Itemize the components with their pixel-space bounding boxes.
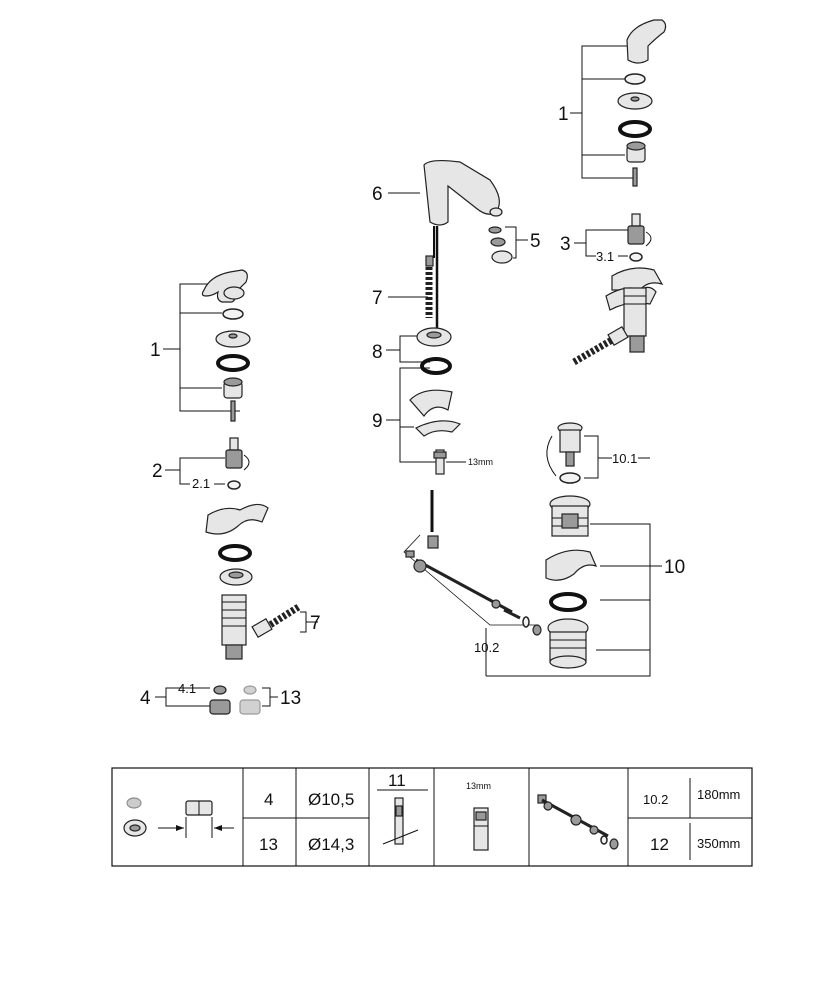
table-cell-350mm: 350mm bbox=[697, 836, 740, 851]
screw-icon bbox=[632, 167, 638, 187]
callout-5: 5 bbox=[530, 231, 541, 252]
screw-icon bbox=[230, 400, 236, 422]
table-cell-11: 11 bbox=[388, 771, 406, 790]
waste-body-icon bbox=[549, 495, 591, 537]
valve-spindle-icon bbox=[627, 213, 652, 247]
spout-body-icon bbox=[423, 159, 503, 226]
callout-10: 10 bbox=[664, 557, 685, 578]
lever-handle-icon bbox=[626, 19, 667, 64]
wrench-key-icon bbox=[382, 797, 419, 845]
right-valve-assembly: 1 3 3.1 bbox=[558, 19, 667, 366]
callout-7-left: 7 bbox=[310, 613, 321, 634]
valve-spindle-icon bbox=[225, 437, 250, 471]
callout-13mm-mid: 13mm bbox=[468, 457, 493, 467]
pop-up-rod-icon bbox=[405, 535, 542, 636]
table-cell-180mm: 180mm bbox=[697, 787, 740, 802]
cover-disc-icon bbox=[617, 92, 653, 110]
table-cell-13: 13 bbox=[259, 835, 278, 854]
small-o-ring-icon bbox=[629, 252, 643, 262]
table-cell-diam-14-3: Ø14,3 bbox=[308, 835, 354, 854]
callout-10-1: 10.1 bbox=[612, 451, 637, 466]
plug-seal-icon bbox=[559, 472, 581, 484]
callout-13: 13 bbox=[280, 688, 301, 709]
o-ring-icon bbox=[549, 592, 587, 612]
spout-assembly: 6 5 7 8 9 bbox=[372, 159, 541, 532]
callout-10-2: 10.2 bbox=[474, 640, 499, 655]
pop-up-waste-assembly: 10.1 10 bbox=[403, 422, 685, 677]
table-cell-13mm: 13mm bbox=[466, 781, 491, 791]
cartridge-icon bbox=[626, 141, 646, 163]
table-cell-12: 12 bbox=[650, 835, 669, 854]
tool-socket-icon bbox=[473, 807, 489, 851]
callout-9: 9 bbox=[372, 411, 383, 432]
parts-table: 4 Ø10,5 13 Ø14,3 11 13mm bbox=[111, 767, 753, 867]
callout-3: 3 bbox=[560, 234, 571, 255]
o-ring-icon bbox=[420, 357, 452, 375]
nut-ring-icon bbox=[219, 568, 253, 586]
lever-handle-icon bbox=[201, 269, 248, 303]
flange-ring-icon bbox=[416, 327, 452, 347]
basin-section-icon bbox=[205, 503, 269, 535]
o-ring-icon bbox=[216, 354, 250, 372]
callout-8: 8 bbox=[372, 342, 383, 363]
hose-icon bbox=[572, 325, 629, 366]
fixing-plate-icon bbox=[414, 420, 462, 437]
threaded-rod-icon bbox=[433, 449, 447, 475]
basin-section-icon bbox=[545, 549, 598, 581]
cover-disc-icon bbox=[215, 330, 251, 348]
table-cell-4: 4 bbox=[264, 790, 273, 809]
o-ring-icon bbox=[618, 120, 652, 138]
nut-icon bbox=[209, 699, 231, 715]
left-valve-assembly: 1 2 2.1 bbox=[140, 269, 321, 715]
waste-nut-icon bbox=[547, 618, 589, 669]
valve-body-icon bbox=[221, 594, 247, 660]
callout-1-right: 1 bbox=[558, 104, 569, 125]
hose-icon bbox=[251, 603, 302, 639]
table-cell-10-2: 10.2 bbox=[643, 792, 668, 807]
callout-2: 2 bbox=[152, 461, 163, 482]
table-cell-diam-10-5: Ø10,5 bbox=[308, 790, 354, 809]
basin-section-icon bbox=[409, 389, 453, 417]
cartridge-icon bbox=[223, 377, 243, 399]
washer-icon bbox=[222, 308, 244, 320]
callout-6: 6 bbox=[372, 184, 383, 205]
callout-4: 4 bbox=[140, 688, 151, 709]
callout-4-1: 4.1 bbox=[178, 681, 196, 696]
basin-section-icon bbox=[611, 267, 664, 291]
gasket-icon bbox=[218, 544, 252, 562]
table-nut-gauge-icon bbox=[123, 797, 234, 838]
pop-up-rod-icon bbox=[537, 794, 619, 850]
callout-1-left: 1 bbox=[150, 340, 161, 361]
nut-alt-icon bbox=[239, 685, 261, 715]
washer-icon bbox=[213, 685, 227, 695]
callout-2-1: 2.1 bbox=[192, 476, 210, 491]
pop-up-plug-icon bbox=[557, 422, 583, 467]
washer-icon bbox=[624, 73, 646, 85]
callout-7-mid: 7 bbox=[372, 288, 383, 309]
small-o-ring-icon bbox=[227, 480, 241, 490]
valve-body-icon bbox=[623, 287, 647, 353]
aerator-icon bbox=[488, 226, 513, 264]
callout-3-1: 3.1 bbox=[596, 249, 614, 264]
